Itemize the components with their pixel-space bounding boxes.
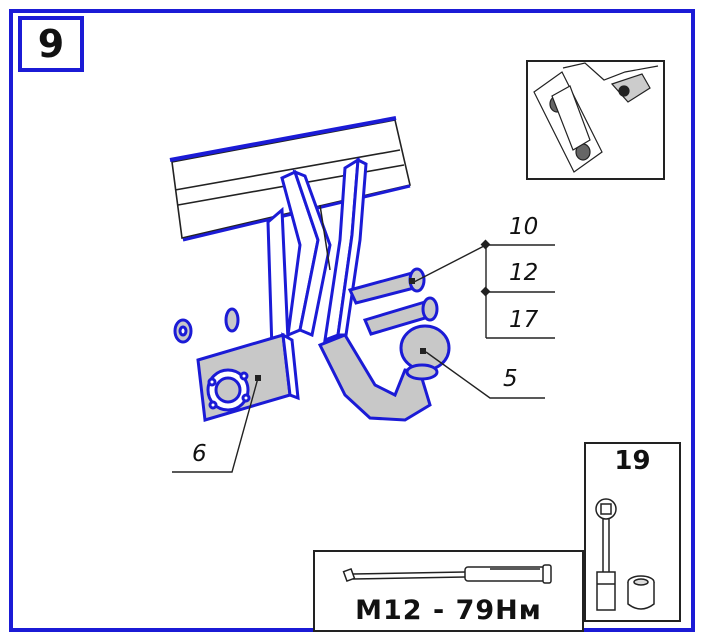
torque-wrench-icon (342, 564, 552, 584)
tool-box: 19 (584, 442, 681, 622)
left-bracket (266, 169, 332, 353)
callout-17: 17 (509, 307, 539, 333)
torque-box: M12 - 79Нм (313, 550, 584, 632)
washers (173, 307, 240, 344)
tow-ball-neck (317, 324, 451, 422)
callout-5: 5 (503, 366, 518, 392)
socket-wrench-icon (595, 498, 655, 611)
callout-6: 6 (192, 441, 207, 467)
tool-number: 19 (614, 446, 651, 476)
step-number: 9 (37, 22, 65, 66)
bolts (347, 267, 439, 336)
torque-label: M12 - 79Нм (355, 595, 542, 626)
callout-10: 10 (509, 214, 539, 240)
step-number-box: 9 (18, 16, 84, 72)
socket-plate (196, 332, 300, 422)
callout-12: 12 (509, 260, 539, 286)
